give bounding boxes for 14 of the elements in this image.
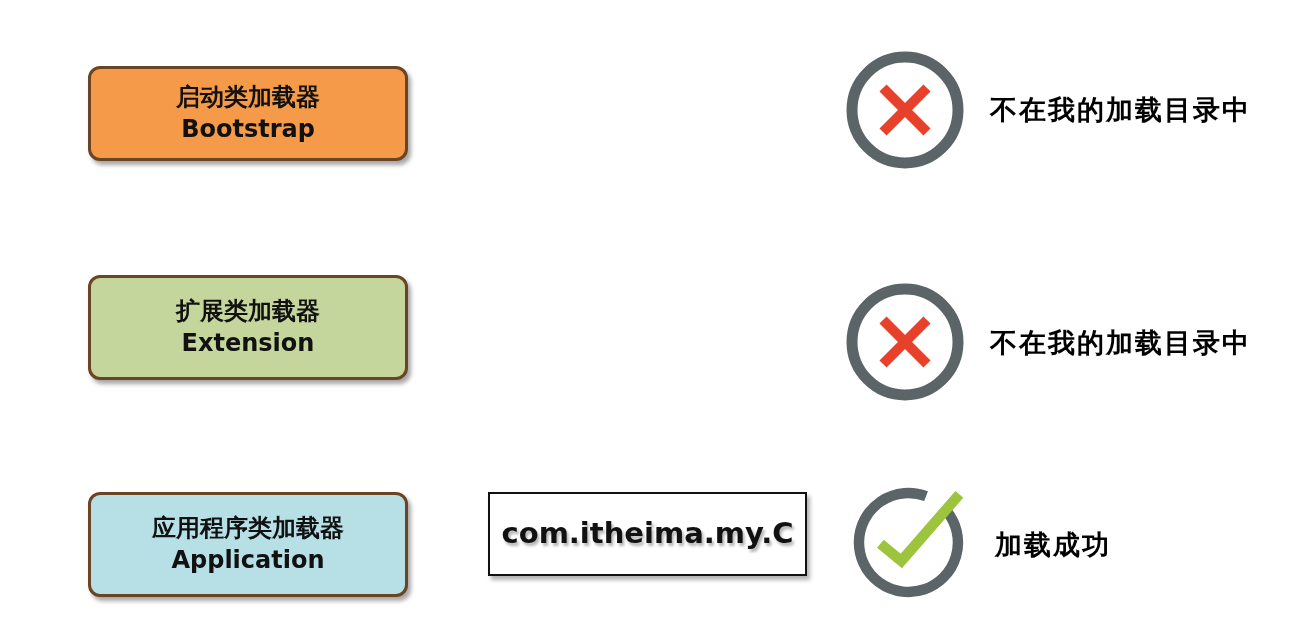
loader-name-english: Bootstrap xyxy=(181,113,315,145)
loader-box xyxy=(88,492,408,597)
class-name-text: com.itheima.my.C xyxy=(501,515,794,553)
loader-box xyxy=(88,275,408,380)
status-text: 加载成功 xyxy=(995,528,1111,562)
class-name-box xyxy=(488,492,807,576)
loader-name: 启动类加载器 xyxy=(176,82,320,114)
status-text: 不在我的加载目录中 xyxy=(990,326,1251,360)
loader-name: 应用程序类加载器 xyxy=(152,513,344,545)
loader-name-english: Application xyxy=(171,544,325,576)
status-text: 不在我的加载目录中 xyxy=(990,93,1251,127)
loader-name-english: Extension xyxy=(181,327,315,359)
loader-box xyxy=(88,66,408,161)
loader-name: 扩展类加载器 xyxy=(176,296,320,328)
